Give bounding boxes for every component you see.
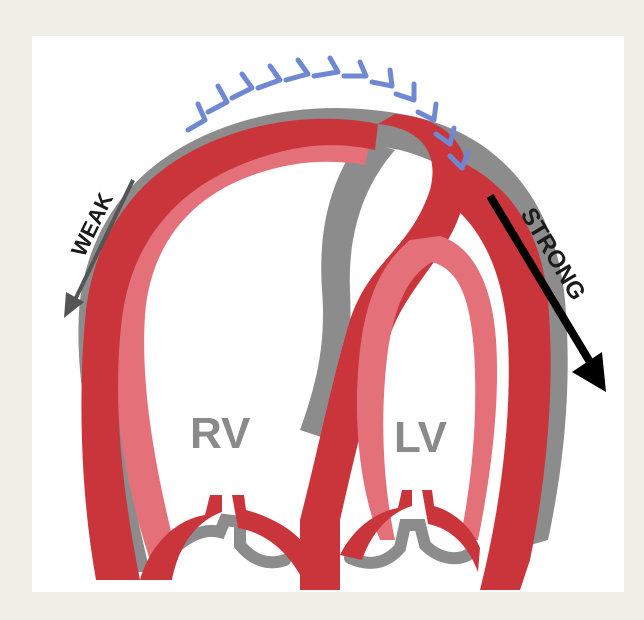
chevron-right-icon [372,70,392,86]
chevron-right-icon [344,62,366,76]
chevron-right-icon [232,74,252,98]
chevron-right-icon [396,84,414,100]
chevron-right-icon [208,86,227,112]
chevron-right-icon [418,104,436,120]
chevron-right-icon [314,58,338,76]
rv-label: RV [190,409,251,458]
chevron-right-icon [258,66,280,88]
chevron-right-icon [188,104,205,130]
lv-label: LV [394,413,448,462]
chevron-right-icon [286,60,308,80]
